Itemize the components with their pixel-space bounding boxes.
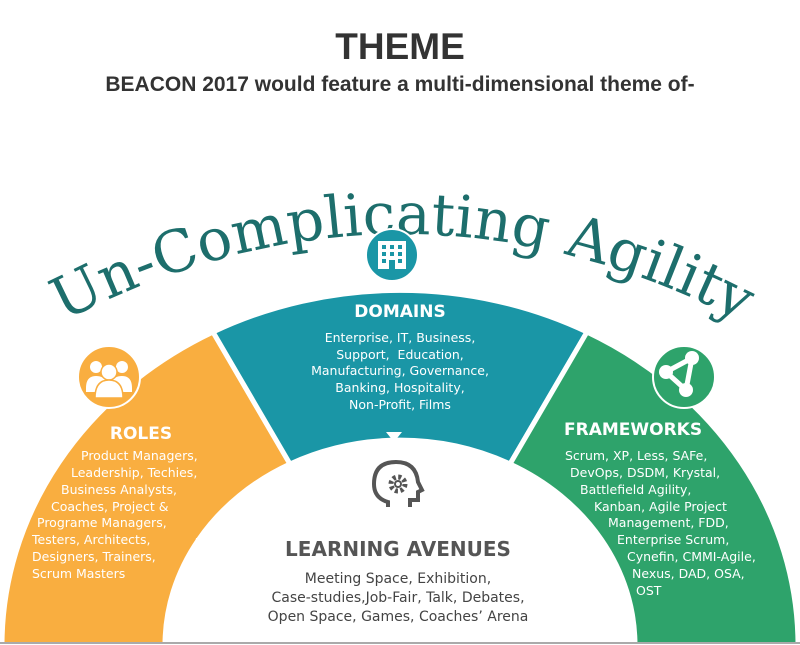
roles-line: Leadership, Techies, — [71, 465, 198, 480]
frameworks-line: DevOps, DSDM, Krystal, — [570, 465, 721, 480]
learning-line: Open Space, Games, Coaches’ Arena — [267, 609, 529, 625]
frameworks-pointer — [596, 538, 606, 550]
frameworks-line: Nexus, DAD, OSA, — [632, 566, 745, 581]
learning-line: Case-studies,Job-Fair, Talk, Debates, — [271, 590, 525, 606]
page-subtitle: BEACON 2017 would feature a multi-dimens… — [105, 73, 695, 96]
roles-title: ROLES — [109, 424, 173, 444]
building-icon — [365, 228, 419, 282]
roles-line: Scrum Masters — [32, 566, 126, 581]
domains-line: Banking, Hospitality, — [335, 380, 465, 395]
learning-title: LEARNING AVENUES — [285, 537, 511, 561]
page-title: THEME — [335, 26, 465, 67]
domains-segment — [209, 287, 591, 468]
learning-line: Meeting Space, Exhibition, — [304, 571, 492, 587]
head-gear-icon — [371, 459, 425, 507]
people-group-icon — [77, 345, 141, 409]
frameworks-line: Battlefield Agility, — [580, 482, 692, 497]
frameworks-title: FRAMEWORKS — [564, 420, 703, 440]
roles-pointer — [194, 538, 205, 550]
frameworks-line: Enterprise Scrum, — [617, 532, 730, 547]
roles-line: Testers, Architects, — [32, 532, 151, 547]
roles-line: Designers, Trainers, — [32, 549, 156, 564]
network-nodes-icon — [652, 345, 716, 409]
domains-line: Support, Education, — [336, 347, 464, 362]
domains-line: Manufacturing, Governance, — [311, 363, 489, 378]
frameworks-line: Kanban, Agile Project — [594, 499, 727, 514]
frameworks-line: Cynefin, CMMI-Agile, — [627, 549, 756, 564]
domains-pointer — [386, 432, 402, 442]
roles-line: Coaches, Project & — [51, 499, 169, 514]
frameworks-line: Scrum, XP, Less, SAFe, — [565, 448, 708, 463]
roles-line: Programe Managers, — [37, 515, 167, 530]
domains-line: Non-Profit, Films — [349, 397, 451, 412]
frameworks-line: Management, FDD, — [608, 515, 729, 530]
domains-title: DOMAINS — [354, 302, 446, 322]
roles-line: Business Analysts, — [61, 482, 177, 497]
roles-segment — [0, 328, 294, 645]
roles-line: Product Managers, — [81, 448, 198, 463]
frameworks-line: OST — [636, 583, 662, 598]
domains-line: Enterprise, IT, Business, — [324, 330, 476, 345]
